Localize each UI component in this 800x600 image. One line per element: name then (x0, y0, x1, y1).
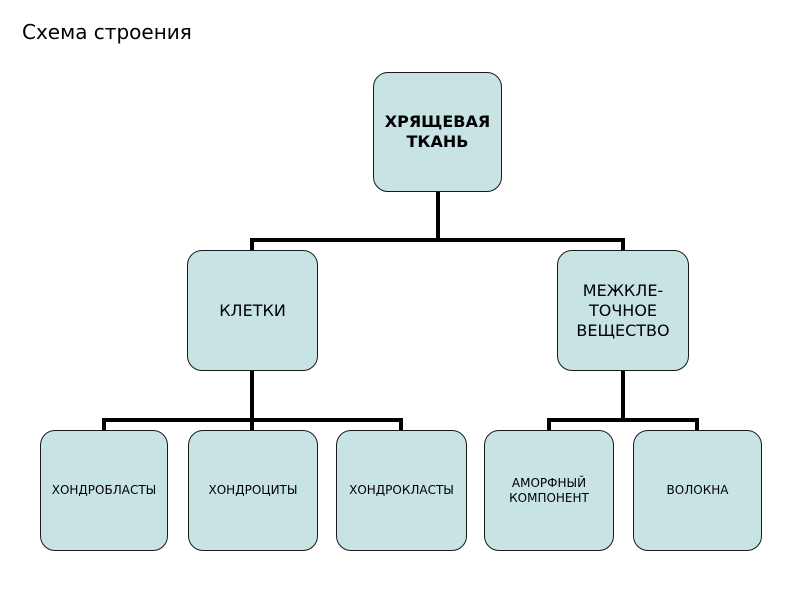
node-amorphous-component: АМОРФНЫЙ КОМПОНЕНТ (484, 430, 614, 551)
node-cells: КЛЕТКИ (187, 250, 318, 371)
node-fibers: ВОЛОКНА (633, 430, 762, 551)
node-chondroblasts: ХОНДРОБЛАСТЫ (40, 430, 168, 551)
page-title: Схема строения (22, 20, 192, 44)
node-chondroclasts: ХОНДРОКЛАСТЫ (336, 430, 467, 551)
node-intercellular-substance: МЕЖКЛЕ- ТОЧНОЕ ВЕЩЕСТВО (557, 250, 689, 371)
node-chondrocytes: ХОНДРОЦИТЫ (188, 430, 318, 551)
node-cartilage-tissue: ХРЯЩЕВАЯ ТКАНЬ (373, 72, 502, 192)
